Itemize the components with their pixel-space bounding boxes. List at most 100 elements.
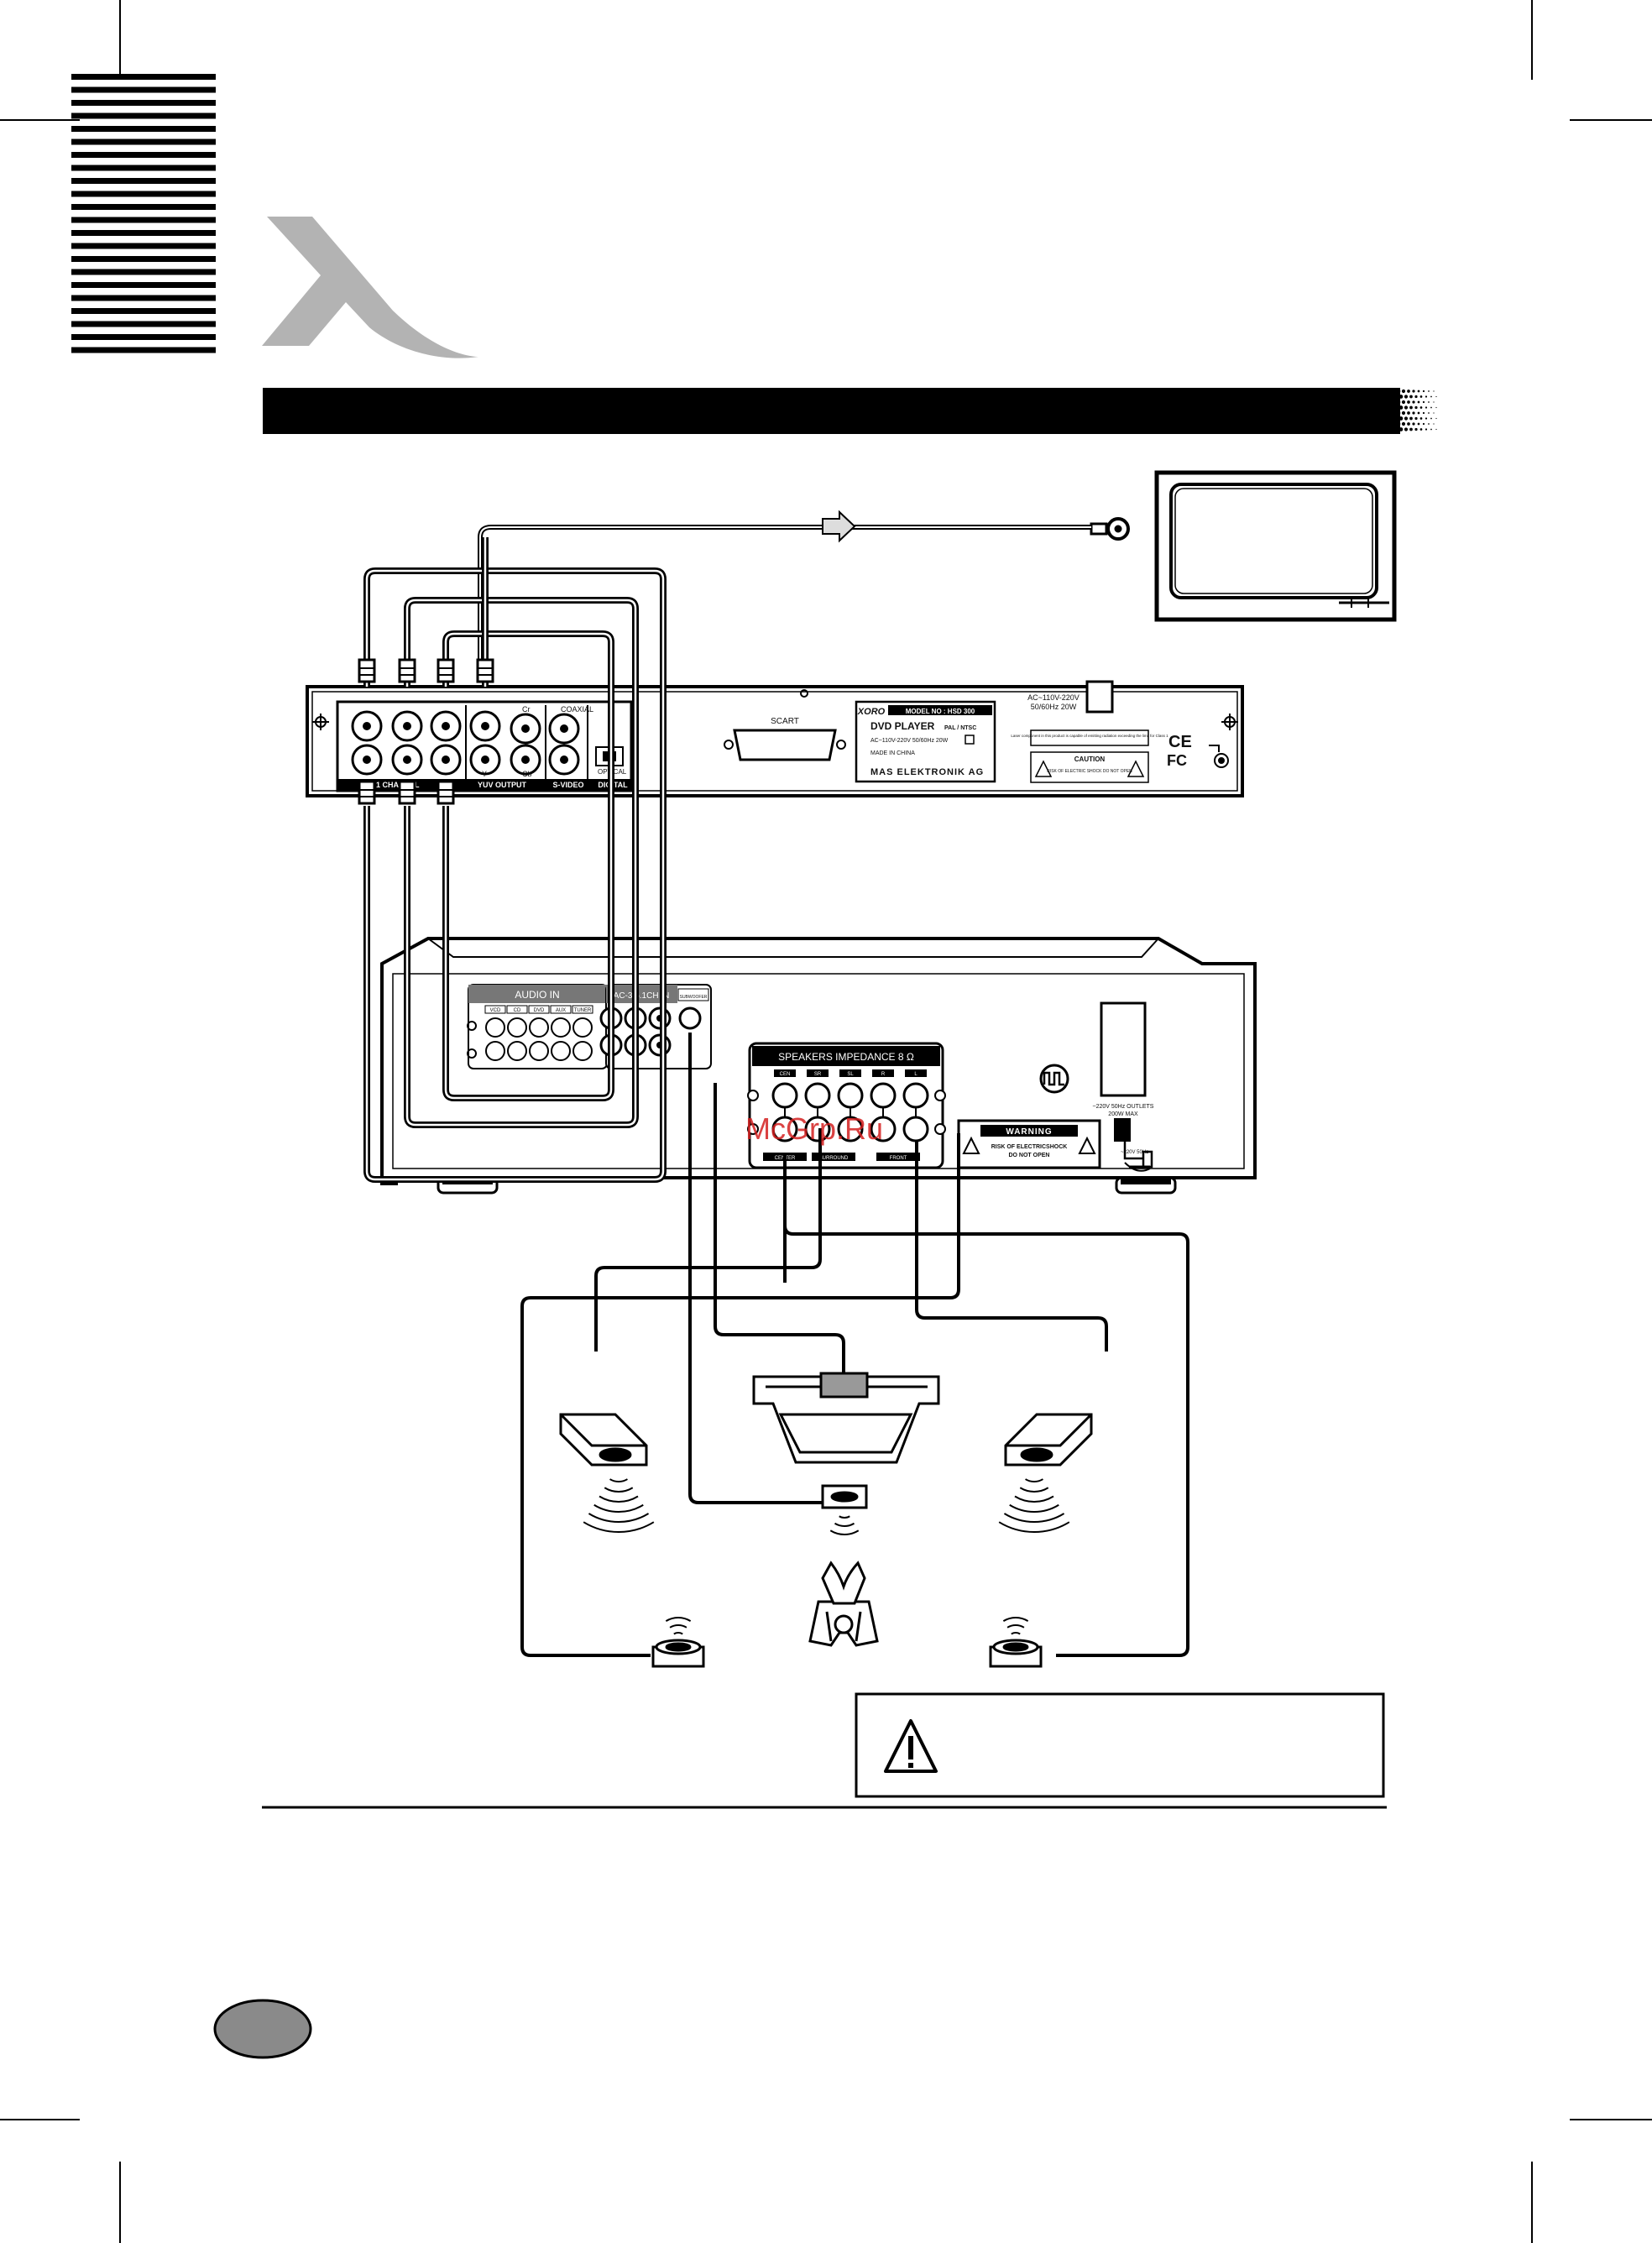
term-tag	[839, 1069, 861, 1077]
stripe	[71, 217, 216, 223]
wave-arc	[593, 1503, 644, 1513]
speaker-wires	[520, 1033, 1189, 1657]
caution-title: CAUTION	[1074, 756, 1106, 763]
halftone-dot	[1401, 400, 1406, 405]
outlets-label-2: 200W MAX	[1108, 1111, 1138, 1117]
halftone-dot	[1428, 423, 1430, 425]
halftone-dot	[1435, 428, 1437, 431]
brand-label: XORO	[857, 707, 886, 717]
halftone-dot	[1412, 390, 1415, 393]
rca-jack-pin	[363, 756, 371, 764]
rca-plug	[358, 780, 376, 805]
speaker-front-left-icon	[559, 1413, 648, 1467]
halftone-dot	[1398, 405, 1404, 410]
rca-jack-pin	[403, 756, 411, 764]
halftone-dot	[1404, 427, 1409, 431]
rca-jack-pin	[363, 722, 371, 730]
rca-plug	[476, 658, 494, 683]
rca-plug	[437, 780, 455, 805]
input-label: DVD	[534, 1008, 545, 1013]
scart-label: SCART	[771, 717, 799, 726]
halftone-dot	[1393, 405, 1398, 410]
wave-arc	[604, 1487, 634, 1493]
rca-plug	[398, 658, 416, 683]
stripe	[71, 204, 216, 210]
rca-plug	[358, 658, 376, 683]
term-group-label: FRONT	[890, 1156, 907, 1161]
term-tag	[872, 1069, 894, 1077]
input-jack	[572, 1041, 593, 1061]
stripe	[71, 139, 216, 145]
tv-cable	[478, 510, 1130, 672]
halftone-dot	[1414, 405, 1418, 410]
halftone-dot	[1414, 395, 1418, 399]
video-jack-pin	[521, 724, 530, 733]
term-label: SR	[814, 1072, 822, 1077]
halftone-dot	[1419, 417, 1423, 420]
input-jack	[485, 1041, 505, 1061]
rca-jack-pin	[481, 722, 489, 730]
halftone-dot	[1417, 390, 1420, 393]
halftone-dot	[1422, 390, 1425, 393]
outlets-label-1: ~220V 50Hz OUTLETS	[1093, 1104, 1154, 1110]
halftone-dot	[1430, 395, 1432, 398]
stripe	[71, 152, 216, 158]
halftone-dot	[1435, 406, 1437, 409]
wave-arc	[1002, 1617, 1029, 1623]
ce-mark: CE	[1168, 733, 1192, 751]
halftone-dot	[1393, 416, 1398, 421]
halftone-dot	[1407, 390, 1410, 393]
halftone-dot	[1422, 422, 1425, 426]
stripe	[71, 269, 216, 275]
rating-label: AC~110V-220V 50/60Hz 20W	[870, 738, 949, 744]
halftone-dot	[1430, 417, 1432, 420]
video-jack-pin	[481, 756, 489, 764]
halftone-dot	[1401, 389, 1406, 394]
halftone-dot	[1412, 422, 1415, 426]
rca-jack-pin	[403, 722, 411, 730]
warning-box	[855, 1692, 1385, 1798]
watermark: McGrp.Ru	[745, 1111, 883, 1146]
halftone-dot	[1404, 395, 1409, 399]
stripe	[71, 282, 216, 288]
halftone-dot	[1391, 389, 1396, 394]
input-jack	[507, 1041, 527, 1061]
made-in-label: MADE IN CHINA	[870, 750, 915, 756]
video-jack-pin	[560, 724, 568, 733]
speaker-terminal	[804, 1082, 831, 1109]
halftone-dot	[1422, 411, 1425, 415]
wave-arc	[1019, 1487, 1049, 1493]
mains-label: ~220V 50Hz	[1121, 1150, 1148, 1155]
input-label: CD	[514, 1008, 521, 1013]
warning-text-1: RISK OF ELECTRICSHOCK	[991, 1144, 1068, 1150]
input-jack	[529, 1017, 549, 1038]
stripe	[71, 191, 216, 197]
stripe-block	[71, 74, 216, 353]
rca-plug	[437, 658, 455, 683]
x-logo	[262, 217, 478, 358]
input-tag	[550, 1005, 572, 1014]
halftone-dot	[1433, 401, 1435, 403]
power-rating-2: 50/60Hz 20W	[1031, 703, 1077, 711]
halftone-dot	[1396, 410, 1401, 416]
term-label: SL	[847, 1072, 854, 1077]
terminal-screw	[747, 1123, 759, 1135]
sound-waves	[583, 1478, 1070, 1635]
video-jack-pin	[560, 756, 568, 764]
wave-arc	[1009, 1503, 1059, 1513]
halftone-dot	[1401, 410, 1406, 416]
wave-arc	[1003, 1513, 1065, 1523]
halftone-dot	[1430, 428, 1432, 431]
stripe	[71, 86, 216, 93]
halftone-dot	[1396, 389, 1401, 394]
wave-arc	[998, 1521, 1070, 1533]
warning-text-2: DO NOT OPEN	[1008, 1153, 1049, 1158]
input-tag	[506, 1005, 528, 1014]
halftone-dot	[1407, 422, 1410, 426]
speaker-terminal	[837, 1082, 864, 1109]
halftone-dot	[1407, 411, 1410, 415]
halftone-dot	[1425, 395, 1428, 398]
stripe	[71, 347, 216, 353]
terminal-screw	[934, 1123, 946, 1135]
